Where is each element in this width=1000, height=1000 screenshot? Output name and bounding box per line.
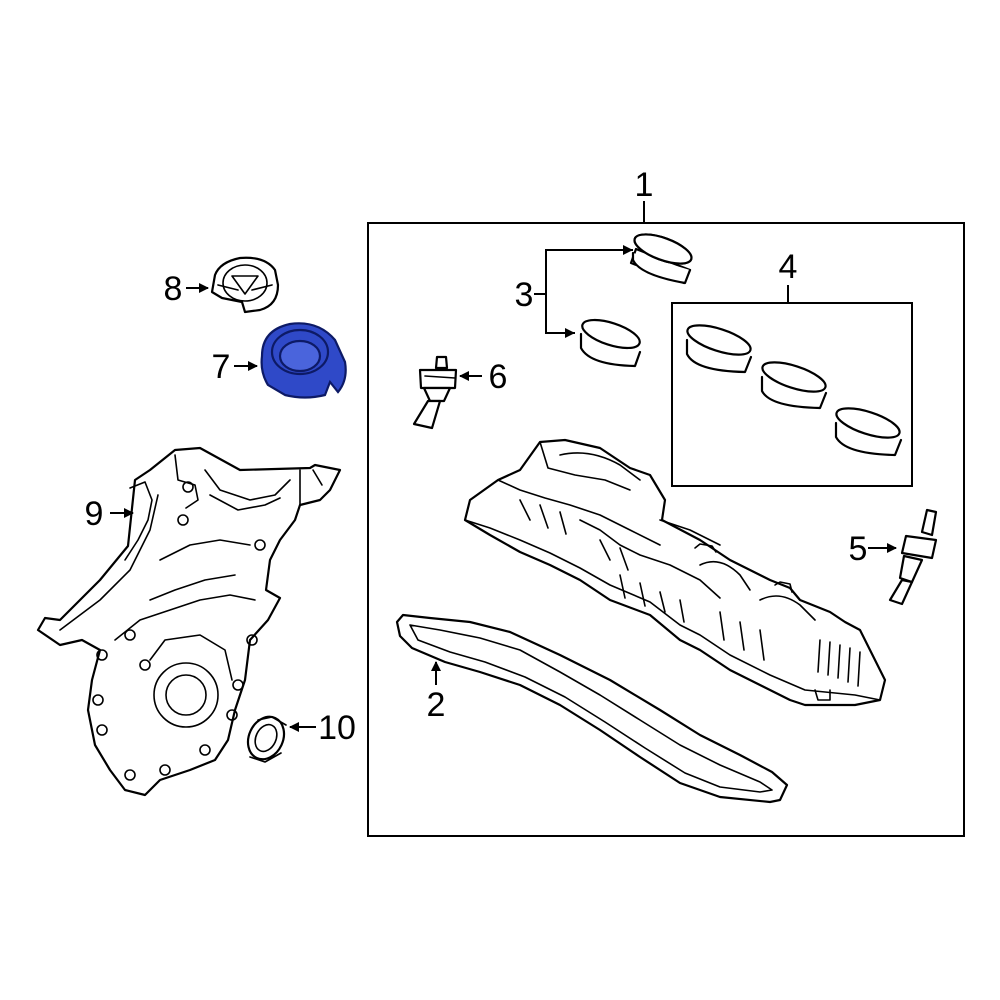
- callout-8[interactable]: 8: [164, 270, 183, 308]
- callout-9[interactable]: 9: [85, 495, 104, 533]
- seal-kit-box: [671, 285, 913, 487]
- callout-2[interactable]: 2: [427, 686, 446, 724]
- callout-5[interactable]: 5: [849, 530, 868, 568]
- tube-seal-part-4-a: [685, 324, 753, 374]
- assembly-frame: [367, 201, 965, 837]
- sensor-part-5: [888, 508, 938, 606]
- sensor-part-6: [412, 355, 458, 430]
- callout-3-bracket: [534, 245, 633, 338]
- tube-seal-part-4-b: [760, 361, 828, 410]
- tube-seal-part-3-upper: [629, 233, 693, 285]
- cap-part-8: [210, 256, 280, 314]
- valve-cover: [463, 438, 887, 707]
- callout-7[interactable]: 7: [212, 348, 231, 386]
- timing-cover-part-9: [36, 446, 342, 797]
- callout-3[interactable]: 3: [515, 276, 534, 314]
- callout-4[interactable]: 4: [779, 248, 798, 286]
- tube-seal-part-4-c: [834, 407, 903, 457]
- highlighted-part-7[interactable]: [260, 322, 347, 399]
- tube-seal-part-3-lower: [579, 318, 642, 368]
- gasket-part-2: [395, 613, 789, 804]
- callout-1[interactable]: 1: [635, 166, 654, 204]
- callout-10[interactable]: 10: [318, 709, 356, 747]
- oil-seal-part-10: [246, 715, 287, 763]
- callout-6[interactable]: 6: [489, 358, 508, 396]
